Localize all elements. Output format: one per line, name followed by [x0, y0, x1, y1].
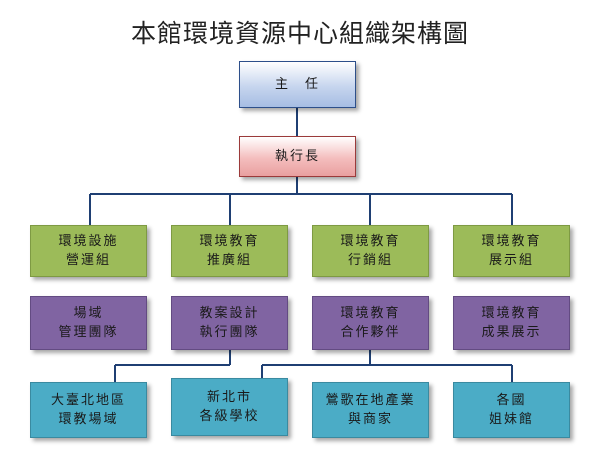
team-box-lesson-design: 教案設計 執行團隊 [171, 296, 288, 350]
director-box: 主 任 [239, 61, 356, 108]
partner-label-line: 與商家 [347, 412, 393, 427]
group-label-line: 環境設施 [58, 234, 119, 249]
team-label-line: 場域 [73, 306, 104, 321]
partner-label-line: 各級學校 [199, 409, 260, 424]
group-label-line: 環境教育 [340, 234, 401, 249]
partner-label-line: 各國 [496, 393, 527, 408]
team-box-results-exhibition: 環境教育 成果展示 [453, 296, 570, 350]
group-label-line: 環境教育 [481, 234, 542, 249]
team-box-site-management: 場域 管理團隊 [30, 296, 147, 350]
group-box-education-promotion: 環境教育 推廣組 [171, 225, 288, 277]
partner-label-line: 鶯歌在地產業 [325, 393, 416, 408]
partner-label-line: 大臺北地區 [50, 393, 126, 408]
group-box-education-marketing: 環境教育 行銷組 [312, 225, 429, 277]
ceo-box: 執行長 [239, 136, 356, 177]
partner-box-new-taipei-schools: 新北市 各級學校 [171, 378, 288, 436]
partner-label-line: 環教場域 [58, 412, 119, 427]
director-label: 主 任 [274, 77, 320, 92]
partner-box-yingge-local-industry: 鶯歌在地產業 與商家 [312, 382, 429, 438]
team-label-line: 教案設計 [199, 306, 260, 321]
partner-box-taipei-sites: 大臺北地區 環教場域 [30, 382, 147, 438]
partner-label-line: 新北市 [206, 390, 252, 405]
chart-title: 本館環境資源中心組織架構圖 [130, 19, 469, 48]
group-label-line: 推廣組 [206, 253, 252, 268]
partner-label-line: 姐妹館 [488, 412, 534, 427]
team-label-line: 管理團隊 [58, 325, 119, 340]
ceo-label: 執行長 [274, 149, 320, 164]
team-box-partners: 環境教育 合作夥伴 [312, 296, 429, 350]
team-label-line: 執行團隊 [199, 325, 260, 340]
partner-box-sister-museums: 各國 姐妹館 [453, 382, 570, 438]
group-label-line: 行銷組 [347, 253, 393, 268]
group-label-line: 展示組 [488, 253, 534, 268]
group-box-facilities-operations: 環境設施 營運組 [30, 225, 147, 277]
team-label-line: 環境教育 [481, 306, 542, 321]
group-label-line: 環境教育 [199, 234, 260, 249]
group-box-education-exhibition: 環境教育 展示組 [453, 225, 570, 277]
team-label-line: 環境教育 [340, 306, 401, 321]
group-label-line: 營運組 [65, 253, 111, 268]
team-label-line: 成果展示 [481, 325, 542, 340]
team-label-line: 合作夥伴 [340, 325, 401, 340]
